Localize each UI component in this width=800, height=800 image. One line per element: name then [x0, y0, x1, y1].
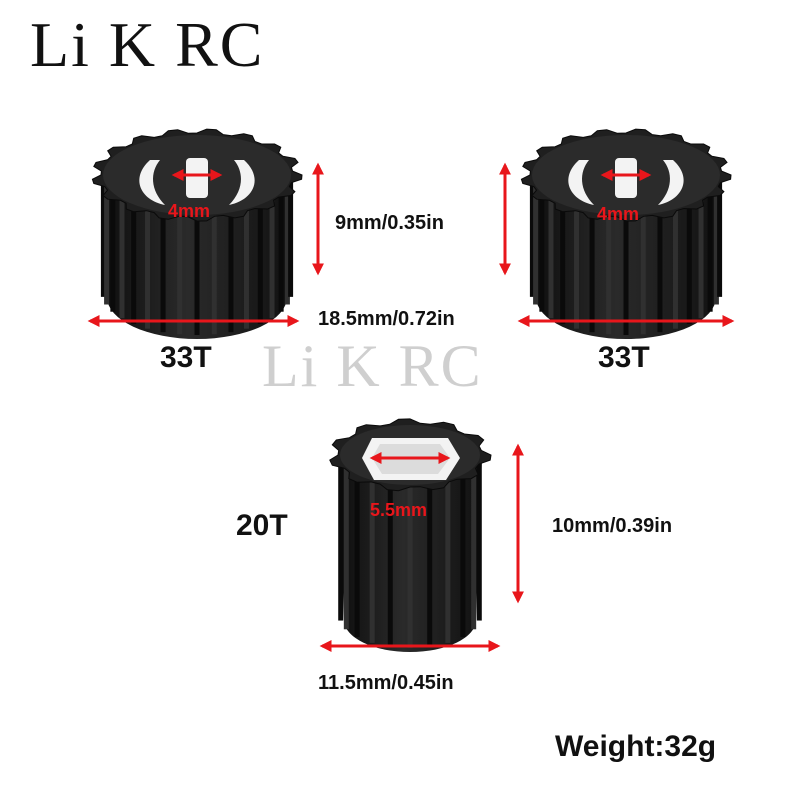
- bore-label-right: 4mm: [597, 204, 640, 224]
- watermark: Li K RC: [262, 333, 483, 399]
- gear-20t: [329, 418, 492, 652]
- height-label-33t: 9mm/0.35in: [335, 212, 444, 234]
- teeth-label-20t: 20T: [236, 509, 288, 542]
- brand-logo: Li K RC: [30, 9, 265, 80]
- height-label-20t: 10mm/0.39in: [552, 515, 673, 537]
- width-label-20t: 11.5mm/0.45in: [318, 672, 454, 694]
- dimension-arrows: [87, 162, 735, 652]
- width-label-33t: 18.5mm/0.72in: [318, 308, 455, 330]
- teeth-label-right: 33T: [598, 341, 650, 374]
- teeth-label-left: 33T: [160, 341, 212, 374]
- weight-label: Weight:32g: [555, 730, 717, 763]
- gear-33t-left: [91, 128, 303, 339]
- bore-label-20t: 5.5mm: [370, 500, 428, 520]
- bore-label-left: 4mm: [168, 201, 211, 221]
- gear-33t-right: [520, 128, 732, 339]
